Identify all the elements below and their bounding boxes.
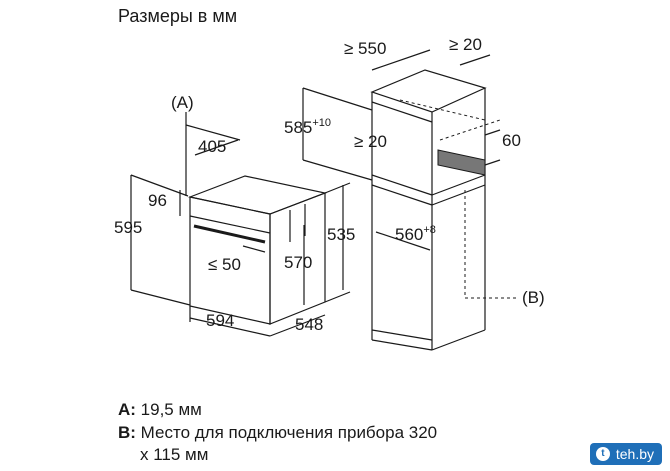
label-20-mid: ≥ 20: [354, 132, 387, 151]
label-594: 594: [206, 311, 234, 330]
label-20-top: ≥ 20: [449, 35, 482, 54]
oven-handle: [193, 224, 266, 244]
label-585: 585+10: [284, 117, 331, 137]
label-548: 548: [295, 315, 323, 334]
legend-b-continuation: x 115 мм: [140, 445, 209, 464]
label-535: 535: [327, 225, 355, 244]
label-570: 570: [284, 253, 312, 272]
diagram-title: Размеры в мм: [118, 6, 238, 26]
label-50: ≤ 50: [208, 255, 241, 274]
legend-b-text: Место для подключения прибора 320: [135, 423, 438, 442]
oven-drawing: [130, 49, 501, 351]
legend-b-key: B:: [118, 423, 136, 442]
label-60: 60: [502, 131, 521, 150]
label-96: 96: [148, 191, 167, 210]
label-550: ≥ 550: [344, 39, 386, 58]
legend-a-key: A:: [118, 400, 136, 419]
vent-slot: [437, 149, 486, 176]
label-560: 560+8: [395, 224, 436, 244]
hidden-lines: [399, 99, 518, 299]
label-595: 595: [114, 218, 142, 237]
watermark: t teh.by: [589, 443, 662, 465]
watermark-text: teh.by: [615, 446, 654, 462]
legend-b: B: Место для подключения прибора 320: [118, 422, 437, 444]
legend-a-text: 19,5 мм: [135, 400, 202, 419]
watermark-logo-icon: t: [595, 447, 610, 461]
cabinet-top: [370, 69, 487, 113]
label-405: 405: [198, 137, 226, 156]
legend-a: A: 19,5 мм: [118, 399, 202, 421]
label-b-callout: (B): [522, 288, 545, 307]
label-a-callout: (A): [171, 93, 194, 112]
